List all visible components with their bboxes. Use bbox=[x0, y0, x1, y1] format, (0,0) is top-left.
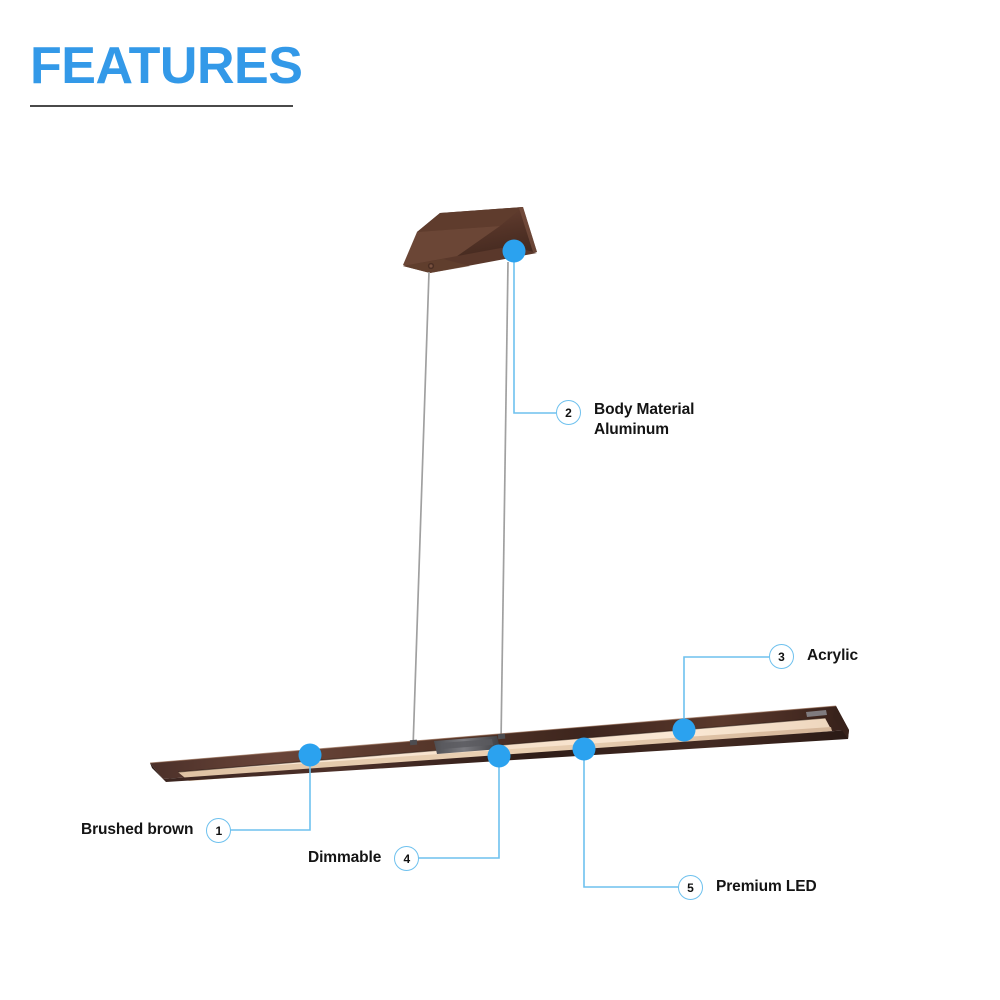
callout-1[interactable]: Brushed brown 1 bbox=[81, 818, 232, 843]
marker-dot-1 bbox=[298, 743, 322, 767]
callout-4-label: Dimmable bbox=[308, 849, 382, 867]
marker-dot-2 bbox=[502, 239, 526, 263]
callout-5-badge[interactable]: 5 bbox=[678, 875, 703, 900]
callout-3-badge[interactable]: 3 bbox=[769, 644, 794, 669]
callout-2-label: Body Material Aluminum bbox=[594, 400, 694, 441]
marker-dot-4 bbox=[487, 744, 511, 768]
leader-line-3 bbox=[683, 656, 769, 728]
leader-line-1 bbox=[217, 757, 311, 831]
callout-2[interactable]: 2 Body Material Aluminum bbox=[556, 400, 694, 441]
callout-2-label-line1: Body Material bbox=[594, 401, 695, 418]
callout-3-label: Acrylic bbox=[807, 647, 858, 665]
callout-4-badge[interactable]: 4 bbox=[394, 846, 420, 871]
callout-4[interactable]: Dimmable 4 bbox=[308, 846, 420, 871]
title-underline-rule bbox=[30, 105, 293, 107]
leader-line-4 bbox=[404, 758, 500, 859]
light-bar-right-cap bbox=[833, 706, 849, 739]
marker-dots bbox=[298, 239, 696, 768]
marker-dot-3 bbox=[672, 718, 696, 742]
callout-5[interactable]: 5 Premium LED bbox=[678, 875, 817, 900]
leader-lines bbox=[217, 253, 769, 888]
callout-1-label: Brushed brown bbox=[81, 821, 194, 839]
leader-line-5 bbox=[583, 751, 678, 888]
callout-3[interactable]: 3 Acrylic bbox=[769, 644, 858, 669]
suspension-cable-right bbox=[500, 261, 509, 743]
leader-line-2 bbox=[513, 253, 556, 414]
callout-2-badge[interactable]: 2 bbox=[556, 400, 581, 425]
callout-5-label: Premium LED bbox=[716, 878, 817, 896]
marker-dot-5 bbox=[572, 737, 596, 761]
ceiling-canopy bbox=[403, 207, 537, 273]
page-title-block: FEATURES bbox=[30, 40, 430, 107]
page-title: FEATURES bbox=[30, 37, 303, 95]
callout-2-label-line2: Aluminum bbox=[594, 421, 669, 439]
suspension-cable-left bbox=[412, 271, 430, 749]
callout-1-badge[interactable]: 1 bbox=[206, 818, 232, 843]
